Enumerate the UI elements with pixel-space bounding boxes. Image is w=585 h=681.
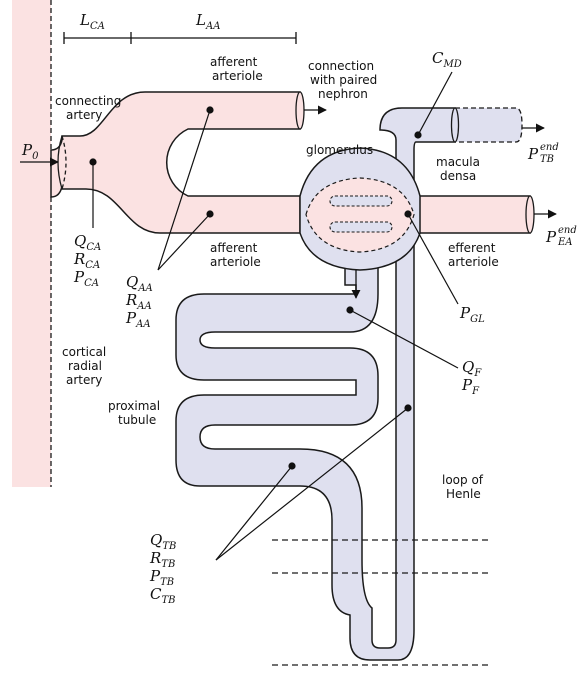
svg-text:CTB: CTB [150, 585, 176, 606]
length-markers [64, 32, 296, 44]
label-proximal-tubule: proximal tubule [108, 399, 164, 427]
cortical-radial-artery [12, 0, 51, 487]
label-afferent-top: afferent arteriole [210, 55, 263, 83]
label-connection: connection with paired nephron [308, 59, 381, 101]
label-glomerulus: glomerulus [306, 143, 373, 157]
depth-lines [272, 540, 490, 665]
math-CA-group: QCA RCA PCA [73, 232, 101, 289]
svg-text:PAA: PAA [125, 309, 151, 330]
math-F-group: QF PF [461, 358, 482, 397]
label-efferent: efferent arteriole [448, 241, 499, 269]
label-macula-densa: macula densa [436, 155, 484, 183]
math-C-MD: CMD [432, 49, 462, 70]
efferent-arteriole [420, 196, 534, 233]
math-TB-group: QTB RTB PTB CTB [149, 531, 176, 606]
label-cortical-radial-artery: cortical radial artery [62, 345, 110, 387]
svg-text:PF: PF [461, 376, 480, 397]
math-L-CA: LCA [79, 11, 105, 32]
math-AA-group: QAA RAA PAA [125, 273, 153, 330]
math-L-AA: LAA [195, 11, 220, 32]
label-loop-of-henle: loop of Henle [442, 473, 487, 501]
label-afferent-bottom: afferent arteriole [210, 241, 261, 269]
glomerulus-capsule [300, 148, 420, 270]
svg-text:PCA: PCA [73, 268, 99, 289]
math-P-GL: PGL [459, 304, 485, 325]
